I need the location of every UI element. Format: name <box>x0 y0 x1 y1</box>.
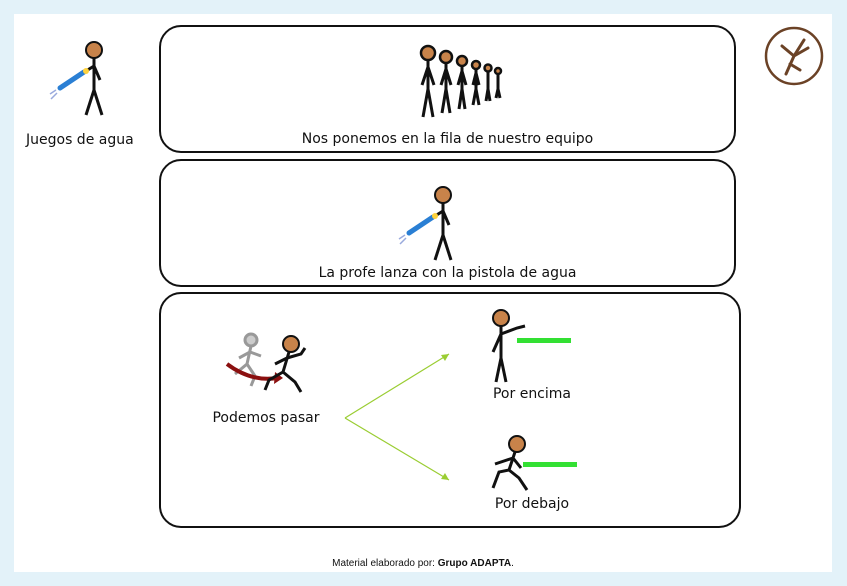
step-caption-line-up: Nos ponemos en la fila de nuestro equipo <box>301 131 594 147</box>
footer-credit: Material elaborado por: Grupo ADAPTA. <box>14 558 832 569</box>
logo-icon <box>764 26 824 86</box>
step-panel-line-up: Nos ponemos en la fila de nuestro equipo <box>159 25 736 153</box>
footer-prefix: Material elaborado por: <box>332 558 435 569</box>
step-panel-teacher-shoots: La profe lanza con la pistola de agua <box>159 159 736 287</box>
teacher-water-gun-icon <box>398 186 453 261</box>
sheet: Juegos de agua Nos pone <box>14 14 832 572</box>
option-label-over: Por encima <box>492 386 571 402</box>
title-label: Juegos de agua <box>26 132 134 148</box>
footer-author: Grupo ADAPTA <box>437 558 512 569</box>
footer-suffix: . <box>511 558 514 569</box>
step-caption-teacher-shoots: La profe lanza con la pistola de agua <box>318 265 577 281</box>
choice-prompt: Podemos pasar <box>212 410 320 426</box>
choice-panel: Podemos pasar Por encima Por debajo <box>159 292 741 528</box>
running-person-icon <box>225 332 307 393</box>
people-line-icon <box>419 44 503 118</box>
jump-over-icon <box>491 309 571 383</box>
branch-arrows <box>344 353 450 481</box>
option-label-under: Por debajo <box>494 496 570 512</box>
water-gun-person-icon <box>49 41 104 116</box>
crawl-under-icon <box>491 435 577 491</box>
